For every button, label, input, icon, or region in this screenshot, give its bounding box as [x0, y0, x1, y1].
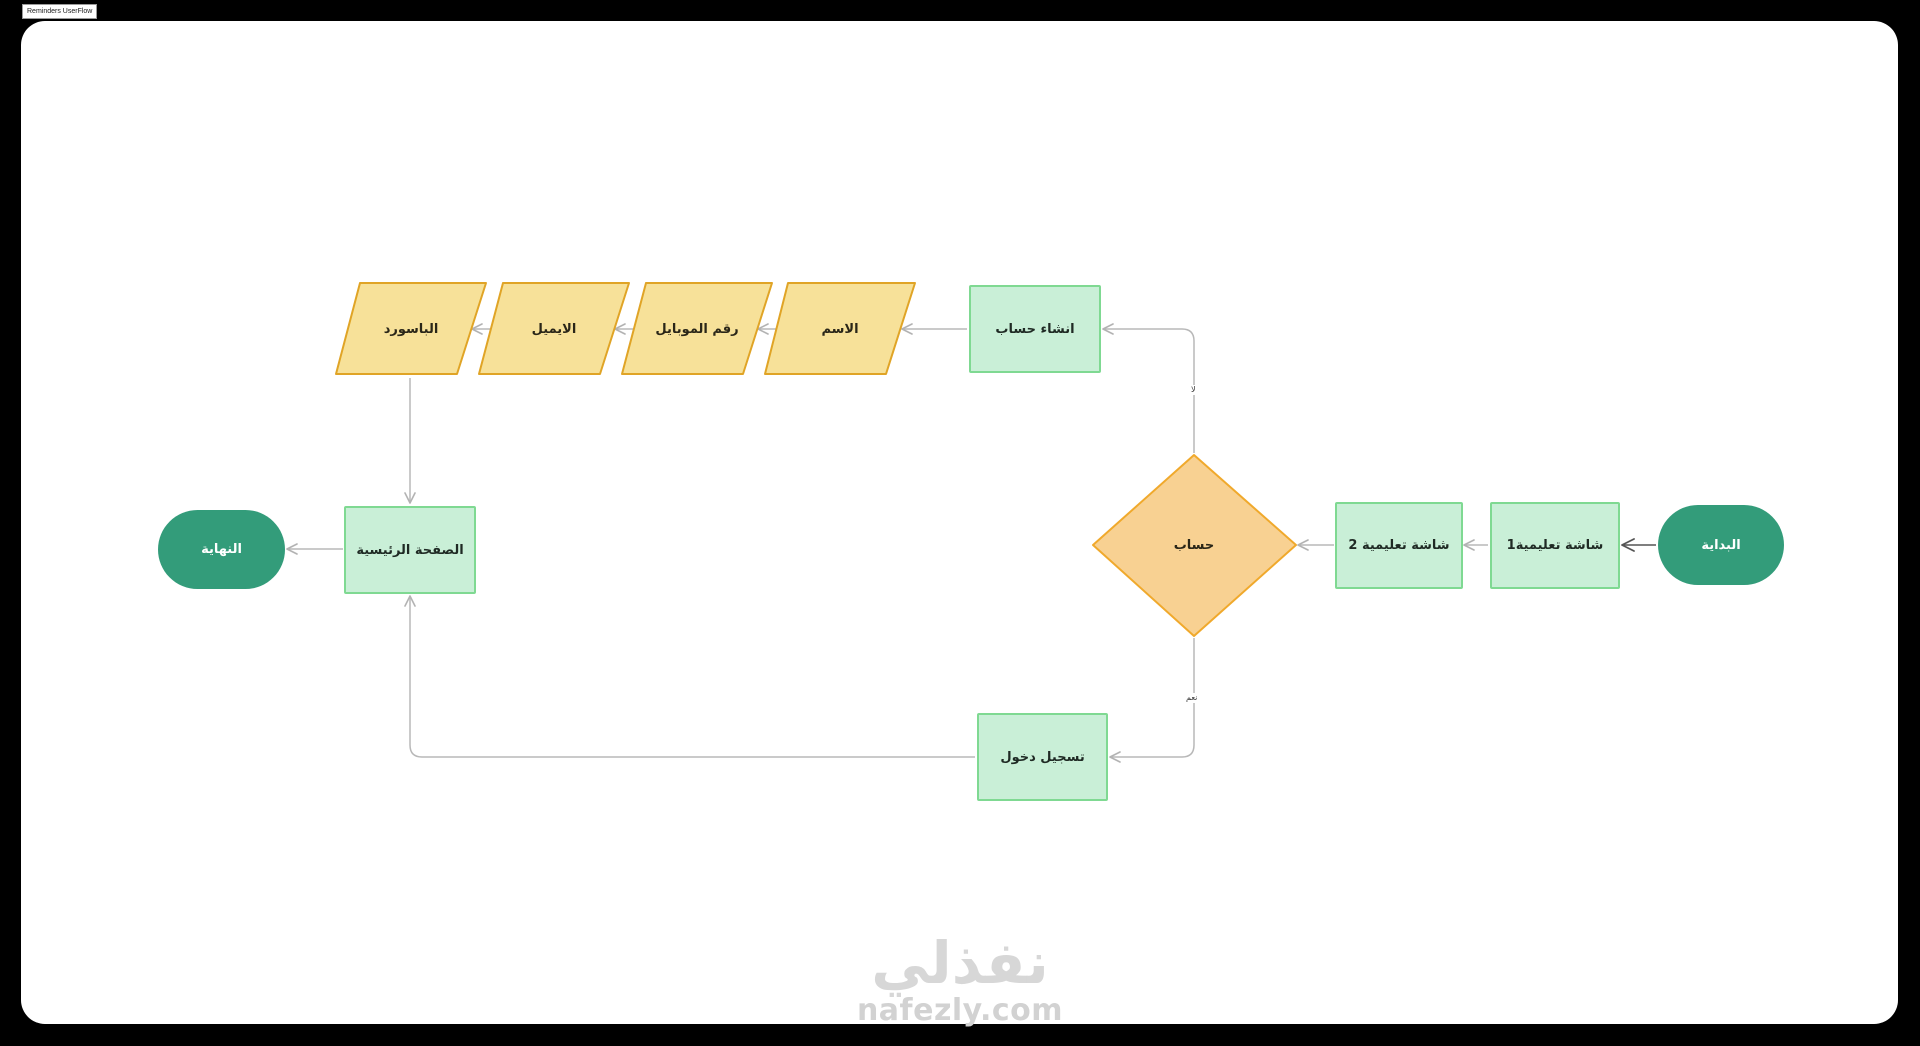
edge-label-no: لا [1190, 385, 1197, 395]
input-email-label: الايميل [531, 321, 577, 337]
input-password-label: الباسورد [383, 321, 439, 337]
home-page-box[interactable]: الصفحة الرئيسية [344, 506, 476, 594]
edge-label-yes: نعم [1185, 693, 1199, 703]
onboarding-screen-1[interactable]: شاشة تعليمية1 [1490, 502, 1620, 589]
end-node[interactable]: النهاية [158, 510, 285, 589]
start-node[interactable]: البداية [1658, 505, 1784, 585]
create-account-box[interactable]: انشاء حساب [969, 285, 1101, 373]
decision-account-label: حساب [1173, 537, 1215, 553]
input-mobile-label: رقم الموبايل [655, 321, 739, 337]
login-box[interactable]: تسجيل دخول [977, 713, 1108, 801]
frame-label[interactable]: Reminders UserFlow [22, 4, 98, 19]
input-name-label: الاسم [821, 321, 859, 337]
onboarding-screen-2[interactable]: شاشة تعليمية 2 [1335, 502, 1463, 589]
